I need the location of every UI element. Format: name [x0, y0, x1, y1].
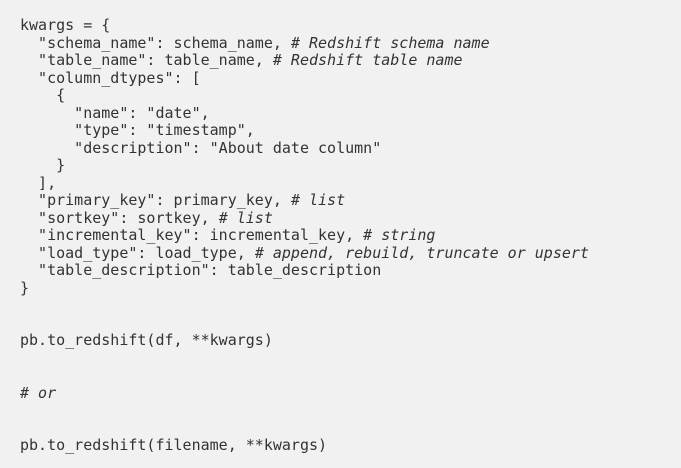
code-line: "table_description": table_description — [20, 261, 661, 280]
code-line: "table_name": table_name, # Redshift tab… — [20, 51, 661, 70]
code-text: "description": "About date column" — [20, 138, 382, 157]
code-line: pb.to_redshift(df, **kwargs) — [20, 331, 661, 350]
code-line: "type": "timestamp", — [20, 121, 661, 140]
code-text: "table_description": table_description — [20, 261, 382, 279]
code-comment: # append, rebuild, truncate or upsert — [254, 243, 589, 262]
code-line: "schema_name": schema_name, # Redshift s… — [20, 33, 661, 53]
code-line — [20, 420, 661, 438]
code-text: { — [20, 86, 66, 104]
code-line: "incremental_key": incremental_key, # st… — [20, 226, 661, 245]
code-line: pb.to_redshift(filename, **kwargs) — [20, 436, 661, 455]
code-comment: # list — [290, 191, 346, 209]
code-text: "table_name": table_name, — [20, 51, 273, 69]
code-line — [20, 402, 661, 420]
code-text: "sortkey": sortkey, — [20, 208, 219, 227]
code-line — [20, 297, 661, 315]
code-text: pb.to_redshift(filename, **kwargs) — [20, 436, 328, 454]
code-text: "incremental_key": incremental_key, — [20, 226, 364, 244]
code-line: } — [20, 278, 661, 298]
code-text: "column_dtypes": [ — [20, 68, 201, 87]
code-text: "primary_key": primary_key, — [20, 191, 291, 209]
code-line: "primary_key": primary_key, # list — [20, 191, 661, 210]
code-comment: # or — [20, 383, 57, 402]
code-line — [20, 350, 661, 368]
code-text: "type": "timestamp", — [20, 121, 255, 139]
code-text: "name": "date", — [20, 103, 210, 122]
code-text: "load_type": load_type, — [20, 243, 255, 262]
code-line: "name": "date", — [20, 103, 661, 123]
code-comment: # list — [218, 208, 273, 227]
code-text: } — [20, 278, 30, 297]
code-line: "sortkey": sortkey, # list — [20, 208, 661, 228]
code-line: { — [20, 86, 661, 105]
code-text: } — [20, 156, 66, 174]
code-line: kwargs = { — [20, 16, 661, 35]
code-line: # or — [20, 383, 661, 403]
code-comment: # Redshift schema name — [290, 33, 490, 52]
code-line: "column_dtypes": [ — [20, 68, 661, 88]
code-comment: # Redshift table name — [272, 51, 463, 69]
code-line: } — [20, 156, 661, 175]
code-line: "description": "About date column" — [20, 138, 661, 158]
code-line: "load_type": load_type, # append, rebuil… — [20, 243, 661, 263]
code-text: "schema_name": schema_name, — [20, 33, 291, 52]
code-line — [20, 367, 661, 385]
code-line — [20, 315, 661, 333]
code-text: kwargs = { — [20, 16, 111, 34]
code-text: ], — [20, 173, 57, 192]
code-text: pb.to_redshift(df, **kwargs) — [20, 331, 273, 349]
code-line: ], — [20, 173, 661, 193]
code-comment: # string — [363, 226, 436, 244]
